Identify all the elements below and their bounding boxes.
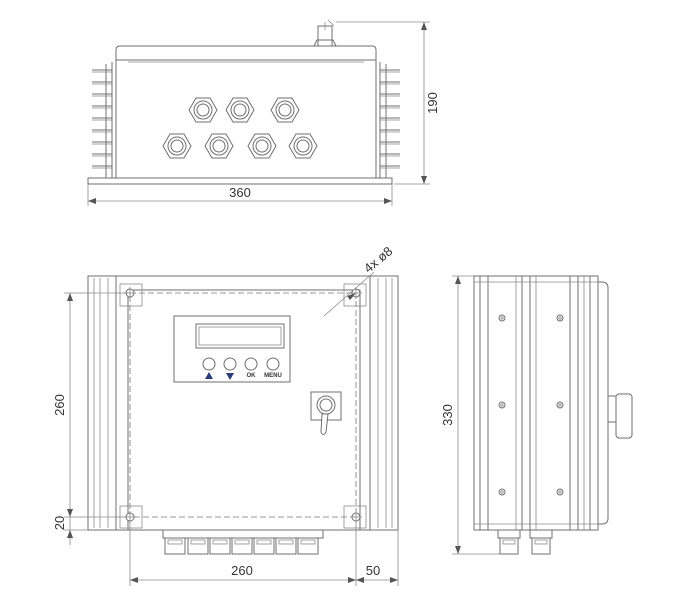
cable-gland <box>204 133 234 159</box>
menu-label: MENU <box>264 373 282 379</box>
main-switch[interactable] <box>310 391 342 435</box>
ok-label: OK <box>247 373 257 379</box>
panel-button-menu[interactable]: MENU <box>264 357 282 379</box>
dim-330-label: 330 <box>440 404 455 426</box>
side-view: 330 <box>440 275 633 555</box>
cable-gland <box>247 133 277 159</box>
bottom-glands <box>162 529 324 555</box>
top-lid <box>115 45 377 61</box>
dimension-side-height: 330 <box>440 275 500 555</box>
cable-gland <box>188 97 218 123</box>
panel-button-ok[interactable]: OK <box>244 357 258 379</box>
mounting-hole <box>343 505 367 529</box>
top-base <box>87 177 393 185</box>
side-switch-base <box>607 395 617 423</box>
cable-gland <box>225 97 255 123</box>
holes-label: 4x ø8 <box>361 243 396 275</box>
dimension-front-bottom-offset: 20 <box>52 516 88 545</box>
side-switch-knob <box>615 393 633 439</box>
top-left-fins <box>92 62 113 178</box>
panel-button-up[interactable] <box>202 357 216 379</box>
cable-gland <box>270 97 300 123</box>
side-screws <box>498 314 564 496</box>
cable-gland <box>288 133 318 159</box>
dim-190-label: 190 <box>425 92 440 114</box>
lcd-display <box>195 323 285 349</box>
dimension-top-width: 360 <box>87 184 393 206</box>
dimension-front-height: 260 <box>52 292 128 518</box>
dim-260-vertical-label: 260 <box>52 394 67 416</box>
dim-20-label: 20 <box>52 516 67 530</box>
top-cable <box>313 19 337 47</box>
side-glands <box>497 529 553 555</box>
dim-260-horizontal-label: 260 <box>231 563 253 578</box>
front-left-heatsink <box>87 275 117 531</box>
front-right-heatsink <box>369 275 399 531</box>
panel-button-down[interactable] <box>223 357 237 380</box>
top-view: 190 360 <box>87 19 440 206</box>
mounting-hole-pattern <box>129 292 357 518</box>
cable-gland <box>162 133 192 159</box>
front-view: OK MENU 4x ø8 <box>52 243 399 586</box>
mounting-hole <box>119 283 143 307</box>
dimension-front-width: 260 50 <box>129 522 399 586</box>
dimension-top-height: 190 <box>336 21 440 185</box>
dim-360-label: 360 <box>229 185 251 200</box>
side-lid <box>597 281 609 525</box>
top-right-fins <box>379 62 400 178</box>
dim-50-label: 50 <box>366 563 380 578</box>
